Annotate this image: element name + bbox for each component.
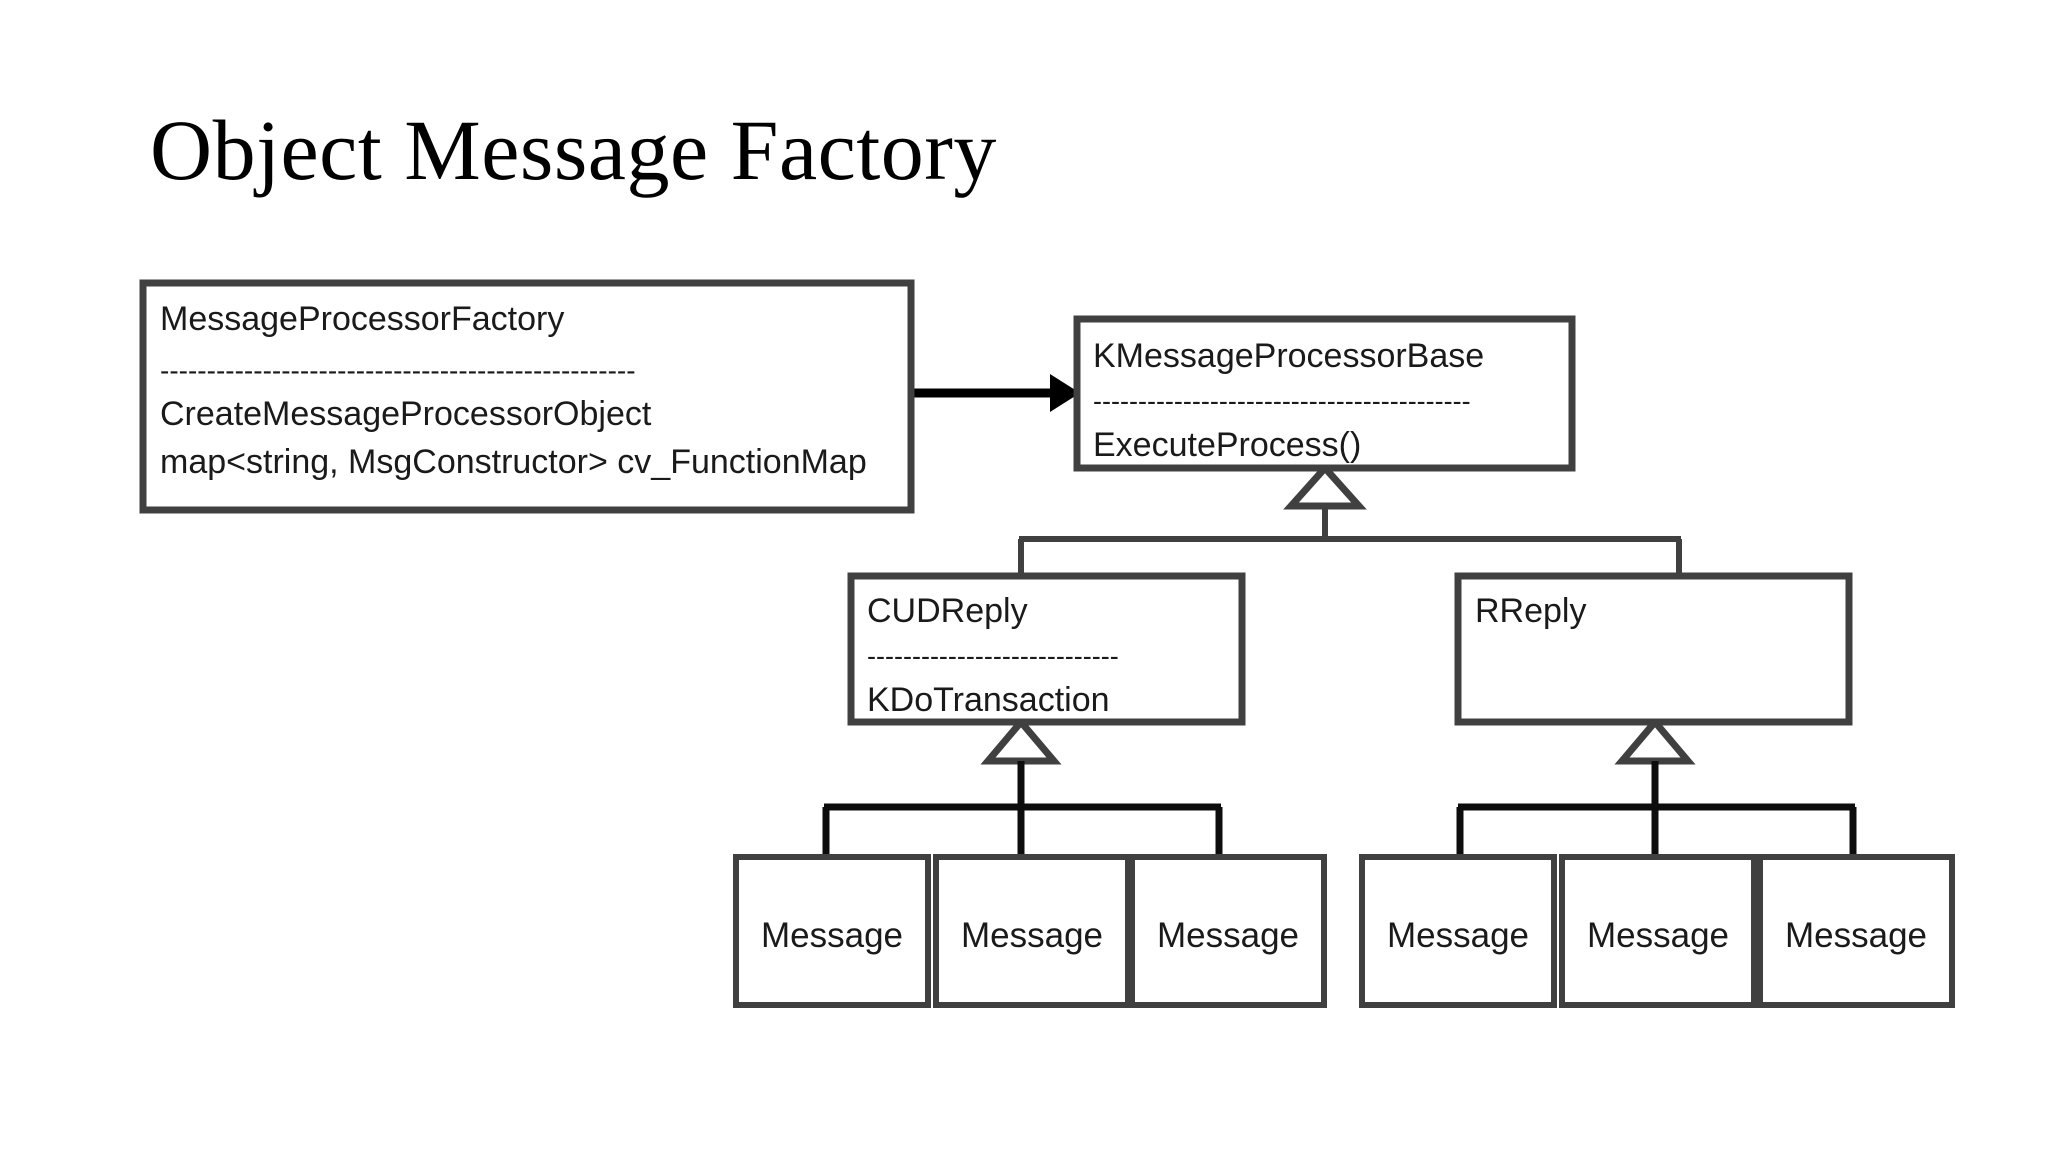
- generalization-triangle-icon-base: [1283, 462, 1367, 510]
- class-box-cudreply[interactable]: CUDReply ---------------------------- KD…: [847, 572, 1246, 726]
- page-title: Object Message Factory: [150, 102, 997, 198]
- leaf-label-msg-r1: Message: [1387, 916, 1529, 955]
- class-box-rreply[interactable]: RReply: [1454, 572, 1853, 726]
- leaf-box-rect-msg-l1[interactable]: [733, 854, 931, 1008]
- leaf-box-msg-l1[interactable]: Message: [733, 854, 931, 1008]
- leaf-label-msg-l1: Message: [761, 916, 903, 955]
- leaf-box-rect-msg-l2[interactable]: [933, 854, 1131, 1008]
- leaf-box-rect-msg-r2[interactable]: [1559, 854, 1757, 1008]
- class-separator-base: ----------------------------------------…: [1093, 386, 1471, 416]
- leaf-box-msg-r1[interactable]: Message: [1359, 854, 1557, 1008]
- class-member-base-0: ExecuteProcess(): [1093, 426, 1361, 464]
- generalization-triangle-icon-rreply: [1614, 716, 1696, 765]
- class-member-cudreply-0: KDoTransaction: [867, 681, 1110, 719]
- leaf-label-msg-r3: Message: [1785, 916, 1927, 955]
- class-separator-cudreply: ----------------------------: [867, 641, 1119, 671]
- leaf-box-rect-msg-r3[interactable]: [1757, 854, 1955, 1008]
- leaf-box-msg-l3[interactable]: Message: [1129, 854, 1327, 1008]
- leaf-box-msg-l2[interactable]: Message: [933, 854, 1131, 1008]
- generalization-triangle-icon-cudreply: [980, 716, 1062, 765]
- class-member-factory-0: CreateMessageProcessorObject: [160, 395, 652, 433]
- generalization-bus-cudreply: [822, 716, 1223, 855]
- leaf-label-msg-r2: Message: [1587, 916, 1729, 955]
- class-name-cudreply: CUDReply: [867, 592, 1028, 630]
- leaf-box-msg-r2[interactable]: Message: [1559, 854, 1757, 1008]
- leaf-box-rect-msg-l3[interactable]: [1129, 854, 1327, 1008]
- class-box-rect-rreply[interactable]: [1454, 572, 1853, 726]
- association-arrow-head-icon: [1050, 374, 1080, 412]
- class-name-factory: MessageProcessorFactory: [160, 300, 564, 338]
- class-member-factory-1: map<string, MsgConstructor> cv_FunctionM…: [160, 443, 867, 481]
- class-name-base: KMessageProcessorBase: [1093, 337, 1484, 375]
- class-box-messageprocessorfactory[interactable]: MessageProcessorFactory ----------------…: [139, 279, 915, 514]
- leaf-box-rect-msg-r1[interactable]: [1359, 854, 1557, 1008]
- class-box-kmessageprocessorbase[interactable]: KMessageProcessorBase ------------------…: [1073, 315, 1576, 472]
- leaf-label-msg-l3: Message: [1157, 916, 1299, 955]
- class-separator-factory: ----------------------------------------…: [160, 355, 636, 386]
- generalization-bus-base: [1018, 462, 1682, 576]
- association-arrow-factory-to-base: [912, 374, 1080, 412]
- leaf-label-msg-l2: Message: [961, 916, 1103, 955]
- class-name-rreply: RReply: [1475, 592, 1586, 630]
- generalization-bus-rreply: [1456, 716, 1857, 855]
- class-box-rect-cudreply[interactable]: [847, 572, 1246, 726]
- class-box-rect-factory[interactable]: [139, 279, 915, 514]
- leaf-box-msg-r3[interactable]: Message: [1757, 854, 1955, 1008]
- class-box-rect-base[interactable]: [1073, 315, 1576, 472]
